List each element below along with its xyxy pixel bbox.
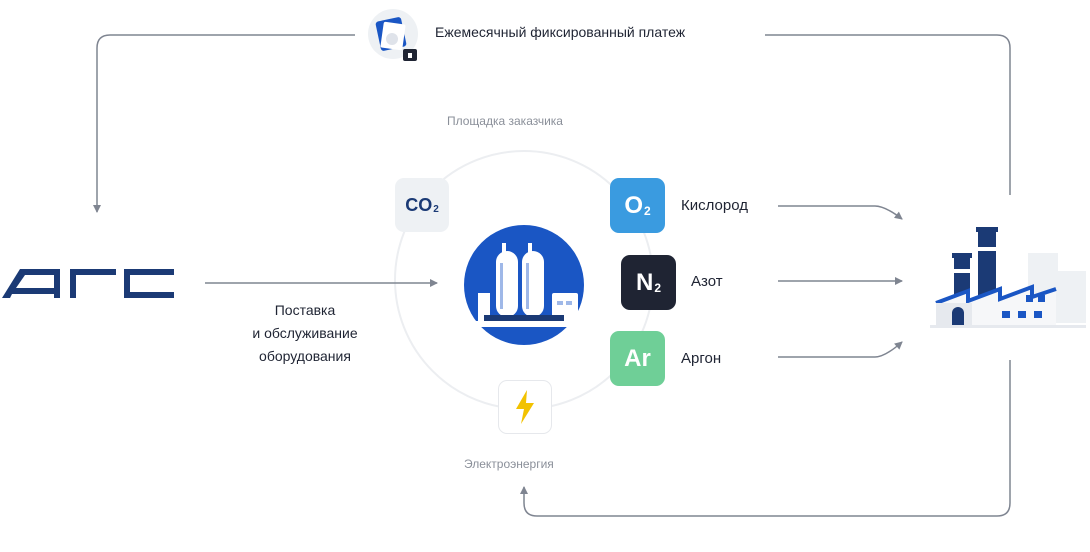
site-label: Площадка заказчика [447, 114, 563, 128]
payment-label: Ежемесячный фиксированный платеж [435, 24, 686, 40]
gas-plant-icon [464, 225, 584, 345]
supply-label: Поставка и обслуживание оборудования [215, 299, 395, 368]
argon-label: Аргон [681, 350, 722, 367]
electricity-tile [498, 380, 552, 434]
argon-tile: Ar [610, 331, 665, 386]
electricity-arrow [520, 360, 1011, 517]
co2-symbol: CO [405, 194, 433, 215]
co2-subscript: 2 [433, 203, 439, 215]
electricity-label: Электроэнергия [464, 457, 554, 471]
argon-arrow [778, 341, 903, 358]
nitrogen-label: Азот [691, 273, 723, 290]
supply-line-1: Поставка [274, 302, 336, 318]
payment-lock-icon [368, 9, 418, 61]
payment-arrow [97, 34, 1011, 212]
nitrogen-symbol: N [635, 268, 654, 296]
supply-line-3: оборудования [259, 348, 351, 364]
supply-line-2: и обслуживание [252, 325, 358, 341]
oxygen-symbol: O [624, 191, 643, 219]
oxygen-subscript: 2 [643, 203, 651, 218]
nitrogen-subscript: 2 [654, 280, 662, 295]
oxygen-label: Кислород [681, 197, 748, 214]
oxygen-arrow [778, 205, 903, 220]
lightning-icon [516, 390, 534, 424]
argon-symbol: Ar [624, 344, 651, 372]
agc-logo [2, 269, 174, 298]
factory-icon [930, 227, 1086, 328]
